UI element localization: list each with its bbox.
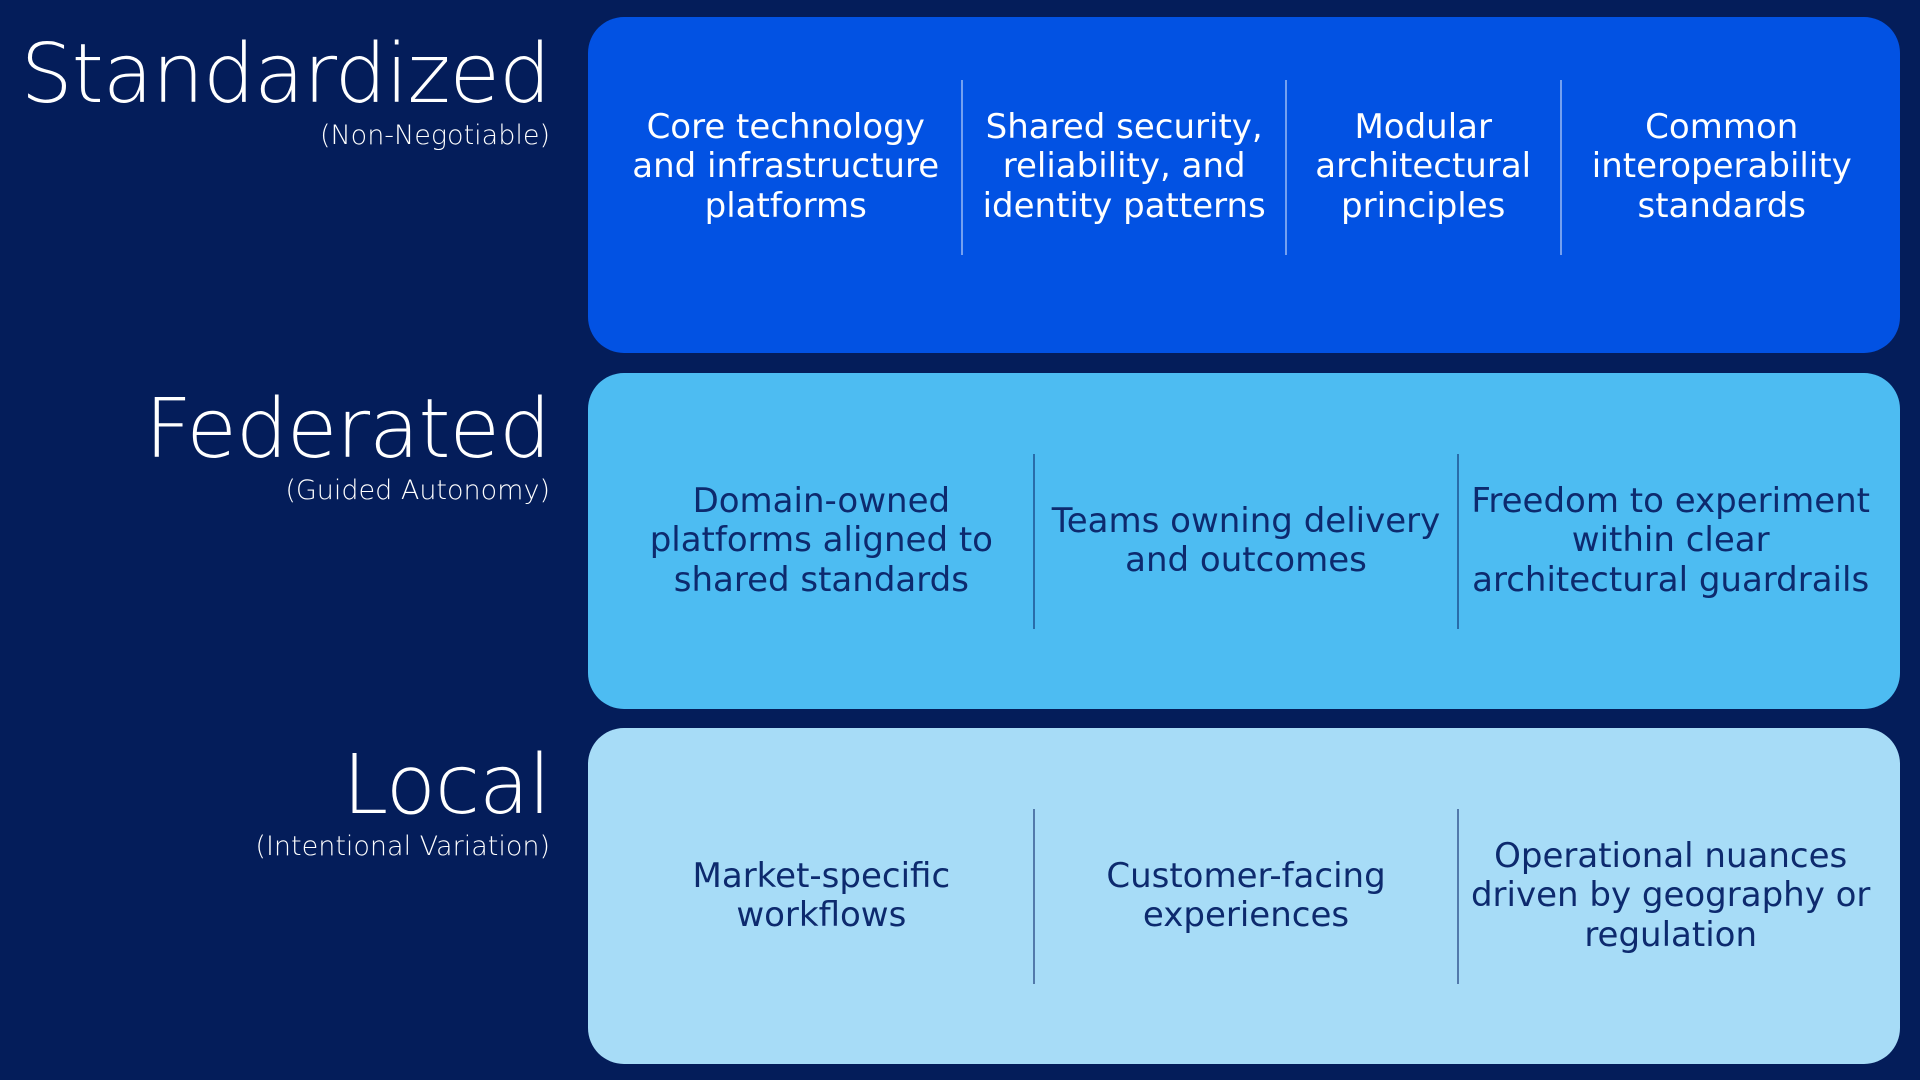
tier-item: Core technology and infrastructure platf… bbox=[632, 107, 940, 226]
tier-item: Teams owning delivery and outcomes bbox=[1051, 500, 1441, 580]
tier-item: Domain-owned platforms aligned to shared… bbox=[649, 481, 993, 600]
tier-item: Market-specific workflows bbox=[692, 855, 951, 935]
tier-label-local: Local (Intentional Variation) bbox=[255, 738, 551, 863]
tier-item: Freedom to experiment within clear archi… bbox=[1471, 481, 1871, 600]
tier-subtitle: (Intentional Variation) bbox=[255, 831, 550, 862]
column-divider bbox=[1032, 453, 1035, 629]
tier-item: Operational nuances driven by geography … bbox=[1470, 836, 1871, 955]
tier-title: Federated bbox=[144, 382, 551, 477]
tier-item: Shared security, reliability, and identi… bbox=[982, 107, 1266, 226]
federated-box: Domain-owned platforms aligned to shared… bbox=[588, 373, 1900, 709]
standardized-box: Core technology and infrastructure platf… bbox=[588, 17, 1900, 353]
column-divider bbox=[1032, 808, 1035, 984]
tier-title: Standardized bbox=[20, 27, 551, 122]
tier-item: Common interoperability standards bbox=[1591, 107, 1852, 226]
tier-item: Customer-facing experiences bbox=[1106, 855, 1386, 935]
column-divider bbox=[1559, 79, 1562, 255]
tier-title: Local bbox=[342, 738, 551, 833]
column-divider bbox=[961, 79, 964, 255]
tier-label-standardized: Standardized (Non-Negotiable) bbox=[20, 27, 551, 152]
column-divider bbox=[1284, 79, 1287, 255]
tier-subtitle: (Guided Autonomy) bbox=[285, 475, 550, 506]
tier-subtitle: (Non-Negotiable) bbox=[319, 120, 550, 151]
column-divider bbox=[1457, 808, 1460, 984]
tier-label-federated: Federated (Guided Autonomy) bbox=[144, 382, 551, 507]
tier-item: Modular architectural principles bbox=[1315, 107, 1532, 226]
column-divider bbox=[1457, 453, 1460, 629]
local-box: Market-specific workflows Customer-facin… bbox=[588, 728, 1900, 1064]
